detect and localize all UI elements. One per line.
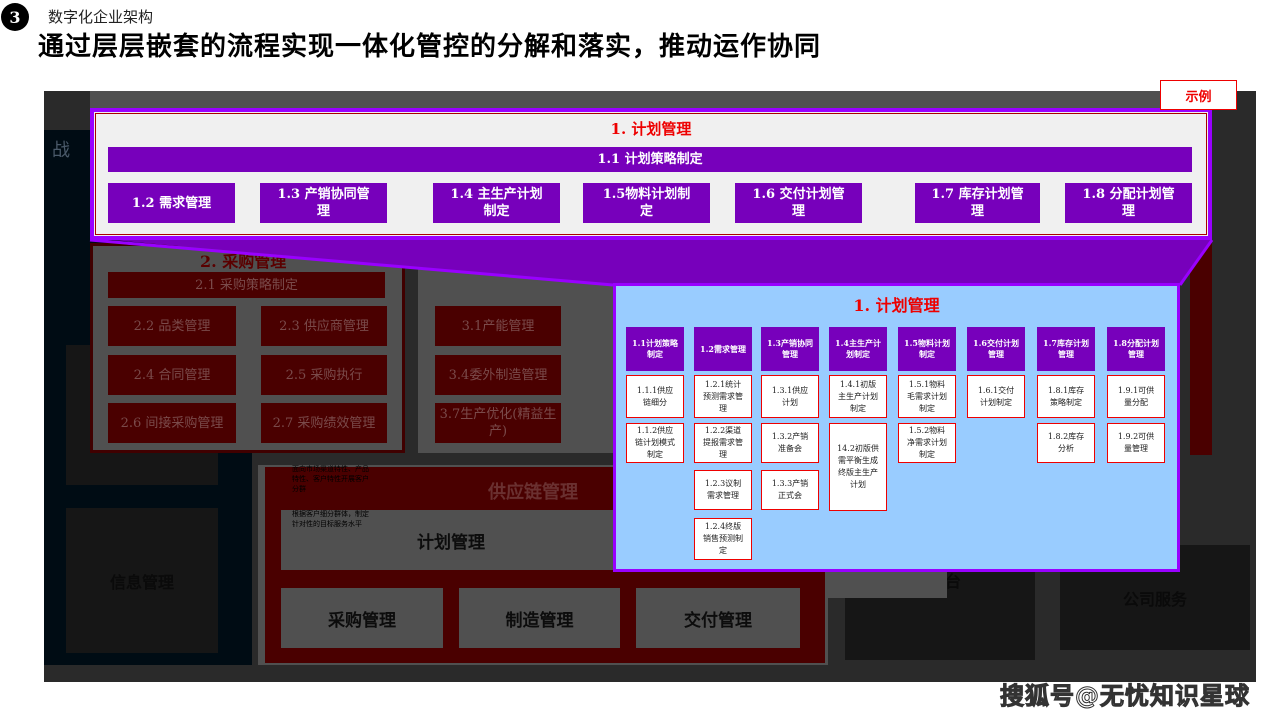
detail-subprocess-box: 1.9.2可供量管理 [1107,423,1165,463]
detail-subprocess-box: 1.3.2产销准备会 [761,423,819,463]
planning-process-box: 1.2 需求管理 [108,183,235,223]
detail-subprocess-box: 1.2.1统计预测需求管理 [694,375,752,418]
page-title: 通过层层嵌套的流程实现一体化管控的分解和落实，推动运作协同 [38,32,822,62]
planning-detail-title: 1. 计划管理 [853,296,940,315]
detail-subprocess-box: 1.1.2供应链计划模式制定 [626,423,684,463]
bg-strategy-label: 战 [52,140,70,161]
planning-overview-title: 1. 计划管理 [610,120,692,138]
planning-process-box: 1.8 分配计划管理 [1065,183,1192,223]
detail-column-header: 1.1计划策略制定 [626,327,684,371]
manufacturing-item: 3.7生产优化(精益生产) [435,403,561,443]
procurement-item: 2.5 采购执行 [261,355,387,395]
detail-column-header: 1.3产销协同管理 [761,327,819,371]
manufacturing-item: 3.4委外制造管理 [435,355,561,395]
detail-subprocess-box: 1.2.4终版销售预测制定 [694,518,752,560]
detail-column-header: 1.8分配计划管理 [1107,327,1165,371]
detail-subprocess-box: 1.2.2渠道提报需求管理 [694,423,752,463]
procurement-item: 2.7 采购绩效管理 [261,403,387,443]
procurement-item: 2.4 合同管理 [108,355,236,395]
detail-subprocess-box: 1.8.1库存策略制定 [1037,375,1095,418]
detail-column-header: 1.7库存计划管理 [1037,327,1095,371]
bg-gray-box [823,572,947,598]
detail-subprocess-box: 14.2初版供需平衡生成 终版主生产计划 [829,423,887,511]
procurement-item: 2.2 品类管理 [108,306,236,346]
section-subtitle: 数字化企业架构 [48,8,154,26]
bg-platform-label: 台 [945,572,962,591]
supply-chain-bottom-box: 制造管理 [459,588,620,648]
manufacturing-item: 3.1产能管理 [435,306,561,346]
detail-subprocess-box: 1.4.1初版主生产计划制定 [829,375,887,418]
detail-column-header: 1.6交付计划管理 [967,327,1025,371]
procurement-title: 2. 采购管理 [200,252,287,271]
procurement-strategy: 2.1 采购策略制定 [108,272,385,298]
bullet-text: 根据客户细分群体，制定针对性的目标服务水平 [292,510,369,528]
detail-subprocess-box: 1.6.1交付计划制定 [967,375,1025,418]
planning-process-box: 1.4 主生产计划制定 [433,183,560,223]
detail-subprocess-box: 1.3.1供应计划 [761,375,819,418]
procurement-item: 2.3 供应商管理 [261,306,387,346]
detail-subprocess-box: 1.2.3议制需求管理 [694,470,752,510]
detail-subprocess-box: 1.3.3产销正式会 [761,470,819,510]
planning-process-box: 1.7 库存计划管理 [915,183,1040,223]
detail-subprocess-box: 1.1.1供应链细分 [626,375,684,418]
supply-chain-title: 供应链管理 [488,482,578,503]
watermark: 搜狐号@无忧知识星球 [1000,682,1250,711]
detail-subprocess-box: 1.5.1物料毛需求计划制定 [898,375,956,418]
bullet-text: 面向市场渠道特性、产品特性、客户特性开展客户分群 [292,465,369,493]
section-number-badge: 3 [1,3,29,31]
detail-column-header: 1.5物料计划制定 [898,327,956,371]
bg-right-strip [1190,240,1212,455]
supply-chain-bottom-box: 交付管理 [636,588,800,648]
info-management-box: 信息管理 [66,508,218,653]
detail-subprocess-box: 1.8.2库存分析 [1037,423,1095,463]
planning-strategy-bar: 1.1 计划策略制定 [108,147,1192,172]
procurement-item: 2.6 间接采购管理 [108,403,236,443]
detail-subprocess-box: 1.5.2物料净需求计划制定 [898,423,956,463]
detail-subprocess-box: 1.9.1可供量分配 [1107,375,1165,418]
planning-process-box: 1.3 产销协同管理 [260,183,387,223]
planning-process-box: 1.5物料计划制定 [583,183,710,223]
planning-management-box: 计划管理 [281,510,621,570]
planning-process-box: 1.6 交付计划管理 [735,183,862,223]
supply-chain-bottom-box: 采购管理 [281,588,443,648]
sample-label: 示例 [1160,80,1237,110]
detail-column-header: 1.4主生产计划制定 [829,327,887,371]
detail-column-header: 1.2需求管理 [694,327,752,371]
